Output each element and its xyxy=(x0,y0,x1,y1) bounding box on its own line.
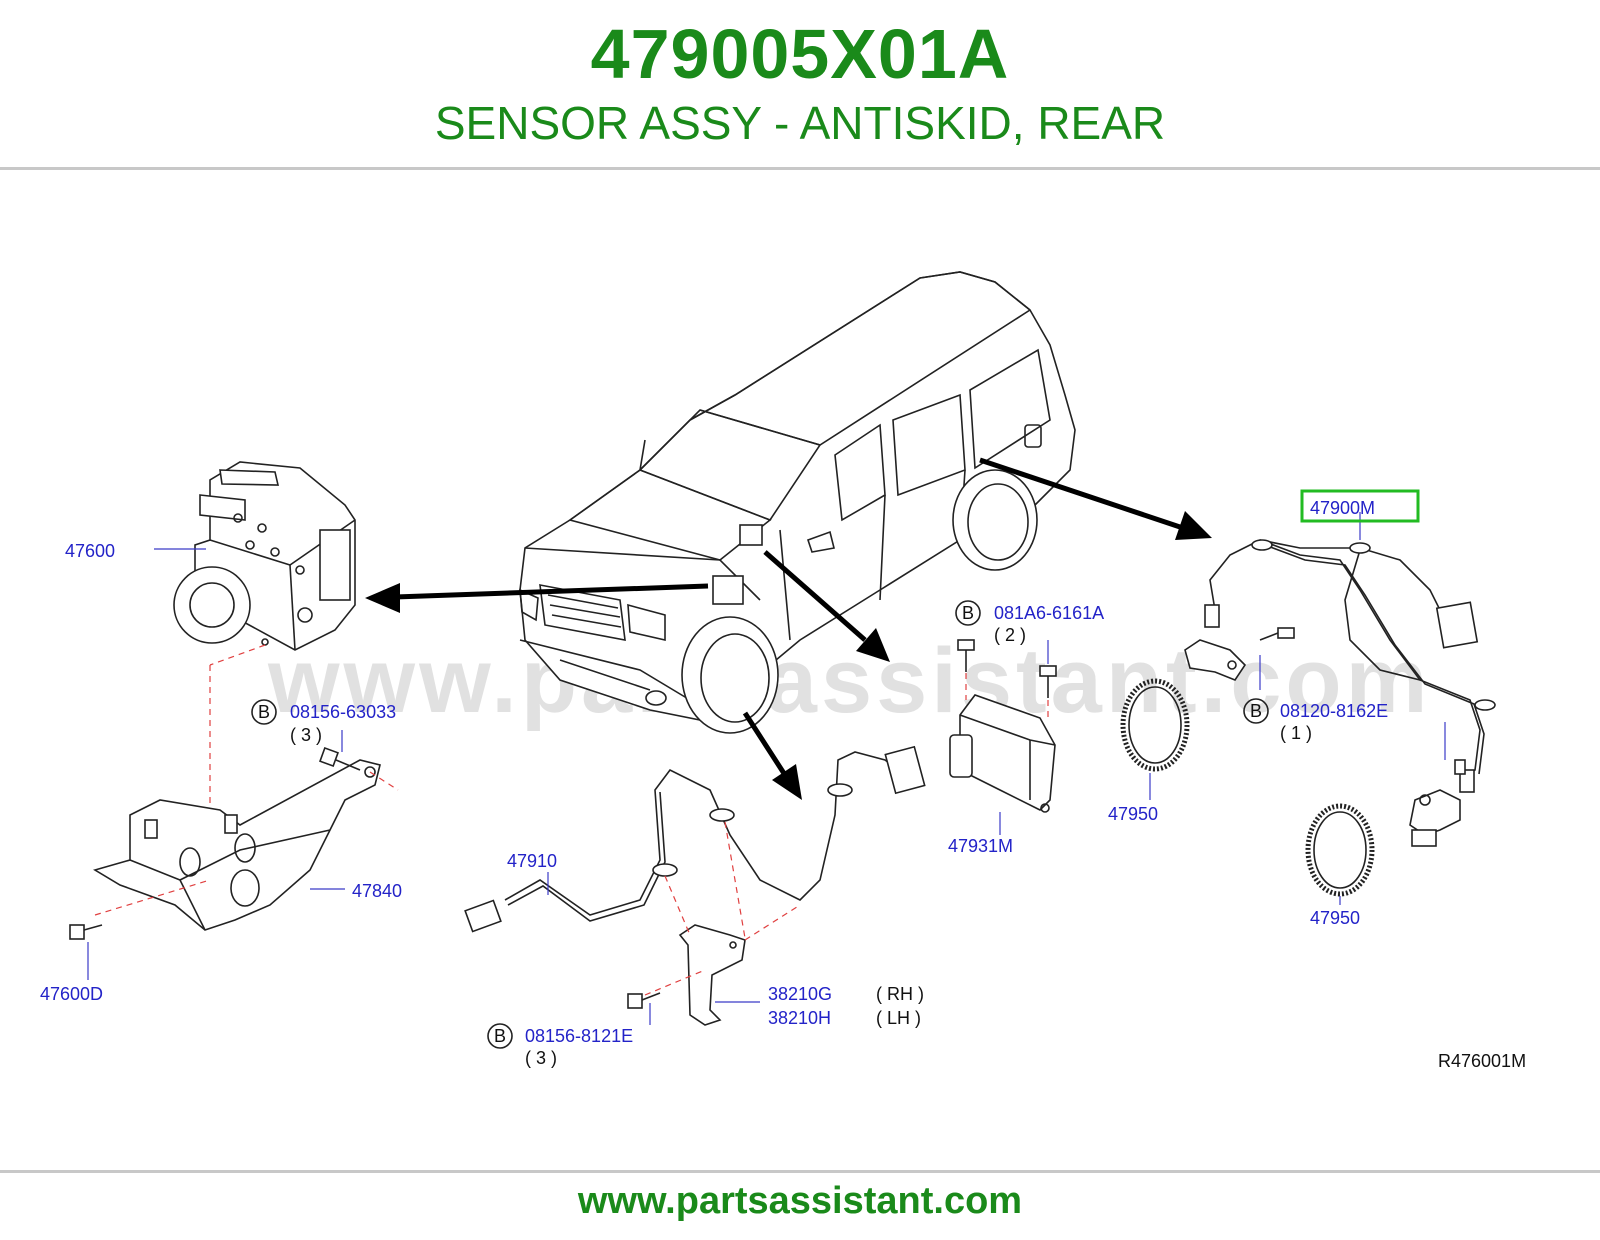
b-marker-icon xyxy=(251,699,277,725)
diagram-reference-code: R476001M xyxy=(1438,1051,1526,1071)
bolts-081a6-6161a-illustration xyxy=(957,639,1057,698)
location-arrows xyxy=(365,457,1212,800)
qty-08156-8121e: ( 3 ) xyxy=(525,1048,557,1068)
sensor-ring-47950-upper-illustration xyxy=(1120,678,1190,772)
side-38210g: ( RH ) xyxy=(876,984,924,1004)
vehicle-illustration xyxy=(519,271,1076,734)
part-name-subtitle: SENSOR ASSY - ANTISKID, REAR xyxy=(434,97,1166,149)
callout-081a6-6161a[interactable]: 081A6-6161A xyxy=(994,603,1104,623)
bolt-47600d-illustration xyxy=(69,924,103,940)
page-header: 479005X01A SENSOR ASSY - ANTISKID, REAR xyxy=(0,0,1600,170)
front-sensor-47910-illustration xyxy=(464,745,926,933)
qty-08120-8162e: ( 1 ) xyxy=(1280,723,1312,743)
callout-08156-8121e[interactable]: 08156-8121E xyxy=(525,1026,633,1046)
callout-47931m[interactable]: 47931M xyxy=(948,836,1013,856)
b-marker-label: B xyxy=(258,702,270,722)
sensor-bracket-38210-illustration xyxy=(678,924,746,1026)
footer-url[interactable]: www.partsassistant.com xyxy=(577,1180,1023,1222)
control-unit-47931m-illustration xyxy=(949,694,1056,813)
side-38210h: ( LH ) xyxy=(876,1008,921,1028)
actuator-bracket-illustration xyxy=(93,759,381,931)
leader-lines xyxy=(87,512,1446,1025)
callout-47840[interactable]: 47840 xyxy=(352,881,402,901)
b-marker-icon xyxy=(1243,698,1269,724)
highlight-box-47900m xyxy=(1300,489,1420,523)
bolt-08120-8162e-illustration xyxy=(1259,627,1466,775)
qty-08156-63033: ( 3 ) xyxy=(290,725,322,745)
b-marker-label: B xyxy=(494,1026,506,1046)
callout-08120-8162e[interactable]: 08120-8162E xyxy=(1280,701,1388,721)
bolt-08156-63033-illustration xyxy=(319,747,361,771)
watermark-text: www.partsassistant.com xyxy=(267,630,1431,732)
callout-08156-63033[interactable]: 08156-63033 xyxy=(290,702,396,722)
header-divider xyxy=(0,167,1600,170)
callout-47950-lower[interactable]: 47950 xyxy=(1310,908,1360,928)
callout-47600[interactable]: 47600 xyxy=(65,541,115,561)
bolt-08156-8121e-illustration xyxy=(627,992,661,1009)
callout-47900m[interactable]: 47900M xyxy=(1310,498,1375,518)
callout-47950-upper[interactable]: 47950 xyxy=(1108,804,1158,824)
footer-divider xyxy=(0,1170,1600,1173)
rear-sensor-harness-47900m-illustration xyxy=(1184,539,1496,847)
abs-actuator-illustration xyxy=(173,461,356,651)
callout-38210g[interactable]: 38210G xyxy=(768,984,832,1004)
b-marker-icon xyxy=(487,1023,513,1049)
b-marker-label: B xyxy=(1250,701,1262,721)
part-number-title: 479005X01A xyxy=(590,15,1010,93)
callout-38210h[interactable]: 38210H xyxy=(768,1008,831,1028)
callout-47910[interactable]: 47910 xyxy=(507,851,557,871)
b-marker-label: B xyxy=(962,603,974,623)
b-marker-icon xyxy=(955,600,981,626)
sensor-ring-47950-lower-illustration xyxy=(1305,803,1375,897)
qty-081a6-6161a: ( 2 ) xyxy=(994,625,1026,645)
callout-47600d[interactable]: 47600D xyxy=(40,984,103,1004)
